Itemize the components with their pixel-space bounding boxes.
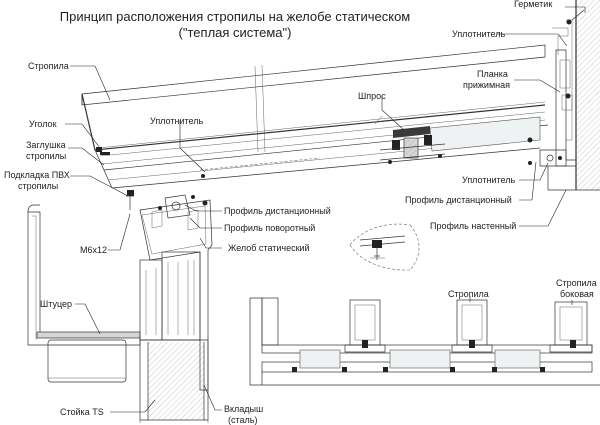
drain-channel-left [27,204,141,346]
detail-callout-circle [349,223,420,271]
leader-lines [65,6,586,413]
cross-section [249,297,600,386]
diagram-title-line1: Принцип расположения стропилы на желобе … [60,9,411,24]
label-stoyka-ts: Стойка TS [60,407,104,417]
label-podkladka-line1: Подкладка ПВХ [4,170,70,180]
label-profil-distancionny-center: Профиль дистанционный [224,206,331,216]
label-vkladysh-line2: (сталь) [228,415,257,425]
label-vkladysh-line1: Вкладыш [224,404,263,414]
label-shtucer: Штуцер [40,299,72,309]
label-m6x12: М6х12 [80,245,107,255]
label-zaglushka-line1: Заглушка [26,140,66,150]
label-zhelob-staticheskiy: Желоб статический [228,243,310,253]
label-profil-povorotny: Профиль поворотный [224,223,315,233]
label-profil-nastenny: Профиль настенный [430,221,516,231]
label-profil-distancionny-right: Профиль дистанционный [405,195,512,205]
diagram-title-line2: ("теплая система") [179,25,292,40]
post-stoyka-ts [47,251,209,425]
label-stropila: Стропила [28,61,69,71]
rafter-seals [96,147,532,196]
label-planka-line2: прижимная [463,80,510,90]
label-shpros: Шпрос [358,91,386,101]
label-uplotnitel-right: Уплотнитель [462,175,515,185]
label-uplotnitel-top: Уплотнитель [452,29,505,39]
label-stropila-bokovaya-line2: боковая [560,289,594,299]
label-podkladka-line2: стропилы [18,181,58,191]
label-stropila-section: Стропила [448,289,489,299]
wall-section [539,0,600,191]
label-stropila-bokovaya-line1: Стропила [556,278,597,288]
glazing-bar-shpros [379,126,533,164]
label-ugolok: Уголок [29,119,57,129]
label-germetik: Герметик [514,0,552,9]
label-zaglushka-line2: стропилы [26,151,66,161]
label-planka-line1: Планка [477,69,508,79]
label-uplotnitel-mid: Уплотнитель [150,116,203,126]
rafter-sloped [81,44,549,189]
